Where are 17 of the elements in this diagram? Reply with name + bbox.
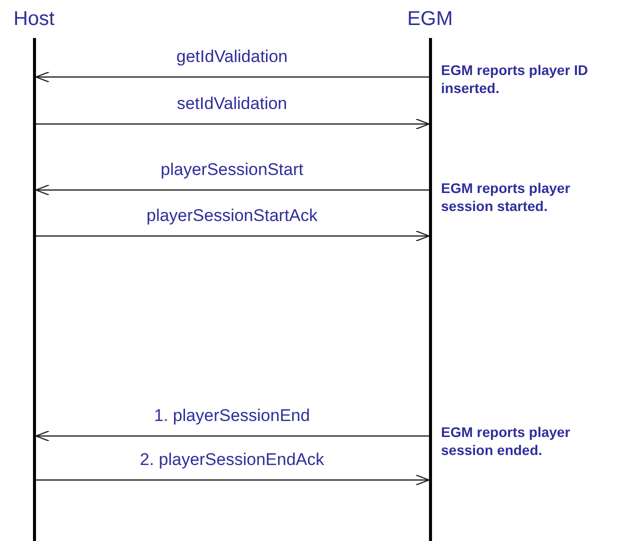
- message-arrow: [35, 184, 429, 196]
- message-label: getIdValidation: [176, 47, 288, 67]
- message-arrow: [36, 118, 430, 130]
- message-label: setIdValidation: [176, 94, 288, 114]
- message-label: 2. playerSessionEndAck: [140, 450, 324, 470]
- message-arrow: [36, 474, 430, 486]
- message-arrow: [35, 71, 429, 83]
- message-arrow: [35, 430, 429, 442]
- participant-name: EGM: [407, 8, 453, 31]
- note-text: EGM reports player ID inserted.: [441, 61, 590, 97]
- message-label: playerSessionStartAck: [146, 206, 318, 226]
- message-arrow: [36, 230, 430, 242]
- message-label: playerSessionStart: [160, 160, 304, 180]
- message-label: 1. playerSessionEnd: [154, 406, 310, 426]
- note-text: EGM reports player session started.: [441, 179, 572, 215]
- participant-name: Host: [13, 8, 55, 31]
- note-text: EGM reports player session ended.: [441, 423, 572, 459]
